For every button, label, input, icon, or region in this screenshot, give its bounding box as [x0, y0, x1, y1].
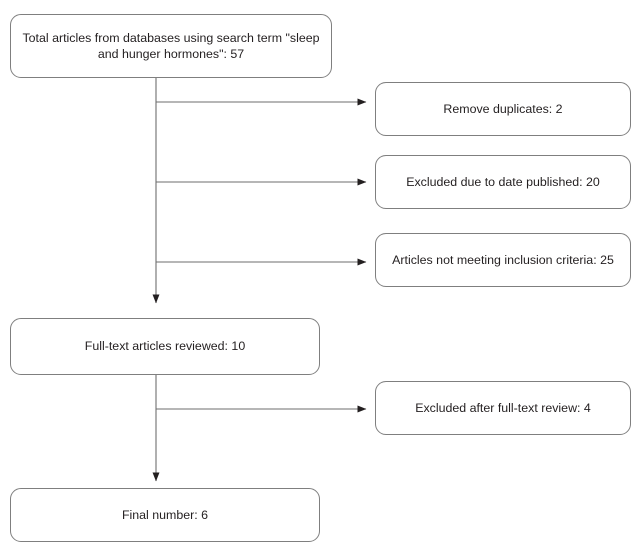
- node-excluded-inclusion-criteria[interactable]: Articles not meeting inclusion criteria:…: [375, 233, 631, 287]
- node-excluded-date-published-label: Excluded due to date published: 20: [406, 174, 600, 189]
- node-excluded-after-full-text-review[interactable]: Excluded after full-text review: 4: [375, 381, 631, 435]
- node-total-articles[interactable]: Total articles from databases using sear…: [10, 14, 332, 78]
- node-excluded-after-full-text-review-label: Excluded after full-text review: 4: [415, 400, 591, 415]
- node-final-number[interactable]: Final number: 6: [10, 488, 320, 542]
- node-full-text-reviewed-label: Full-text articles reviewed: 10: [84, 339, 246, 354]
- node-excluded-date-published[interactable]: Excluded due to date published: 20: [375, 155, 631, 209]
- node-remove-duplicates-label: Remove duplicates: 2: [443, 101, 563, 116]
- node-full-text-reviewed[interactable]: Full-text articles reviewed: 10: [10, 318, 320, 375]
- node-excluded-inclusion-criteria-label: Articles not meeting inclusion criteria:…: [392, 252, 614, 267]
- node-final-number-label: Final number: 6: [121, 507, 209, 522]
- node-remove-duplicates[interactable]: Remove duplicates: 2: [375, 82, 631, 136]
- node-total-articles-label: Total articles from databases using sear…: [22, 30, 320, 61]
